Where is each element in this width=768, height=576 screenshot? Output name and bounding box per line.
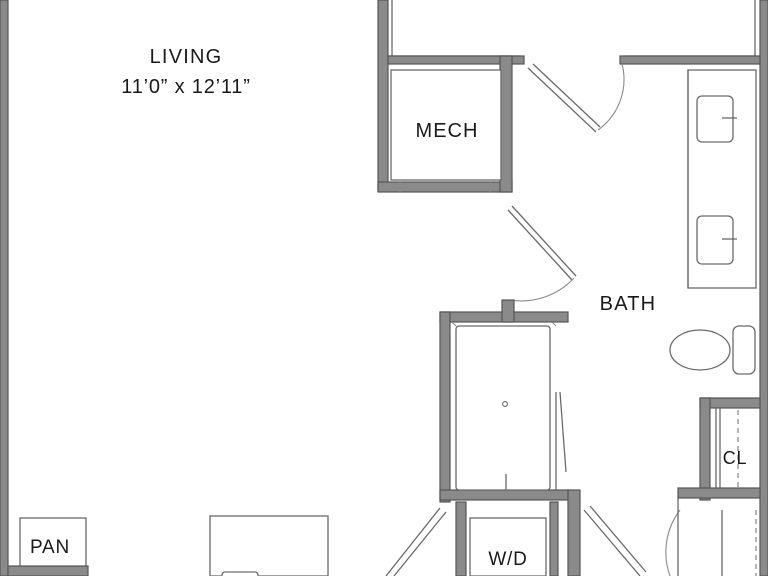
mech-closet-walls [377, 55, 513, 193]
laundry-name: W/D [488, 549, 527, 570]
laundry-closet [385, 501, 559, 576]
bath-room-name: BATH [600, 293, 657, 315]
shower-glass-door[interactable] [555, 391, 567, 490]
sink-top [696, 95, 734, 143]
shower-walls [439, 299, 571, 503]
toilet-fixture [669, 325, 756, 375]
closet-name: CL [723, 448, 748, 468]
living-room-name: LIVING [150, 46, 223, 68]
kitchen-island [209, 515, 329, 576]
pantry-closet [7, 517, 89, 576]
pantry-name: PAN [30, 537, 70, 558]
shower-drain-icon [502, 401, 508, 407]
closet-walls [677, 397, 761, 501]
mech-room-name: MECH [416, 120, 479, 142]
bath-door[interactable] [507, 205, 577, 302]
bath-vanity [687, 69, 757, 289]
sink-bottom [696, 215, 734, 265]
lower-right-walls [567, 489, 757, 576]
living-room-dimensions: 11’0” x 12’11” [121, 76, 250, 98]
mech-door[interactable] [527, 63, 625, 133]
